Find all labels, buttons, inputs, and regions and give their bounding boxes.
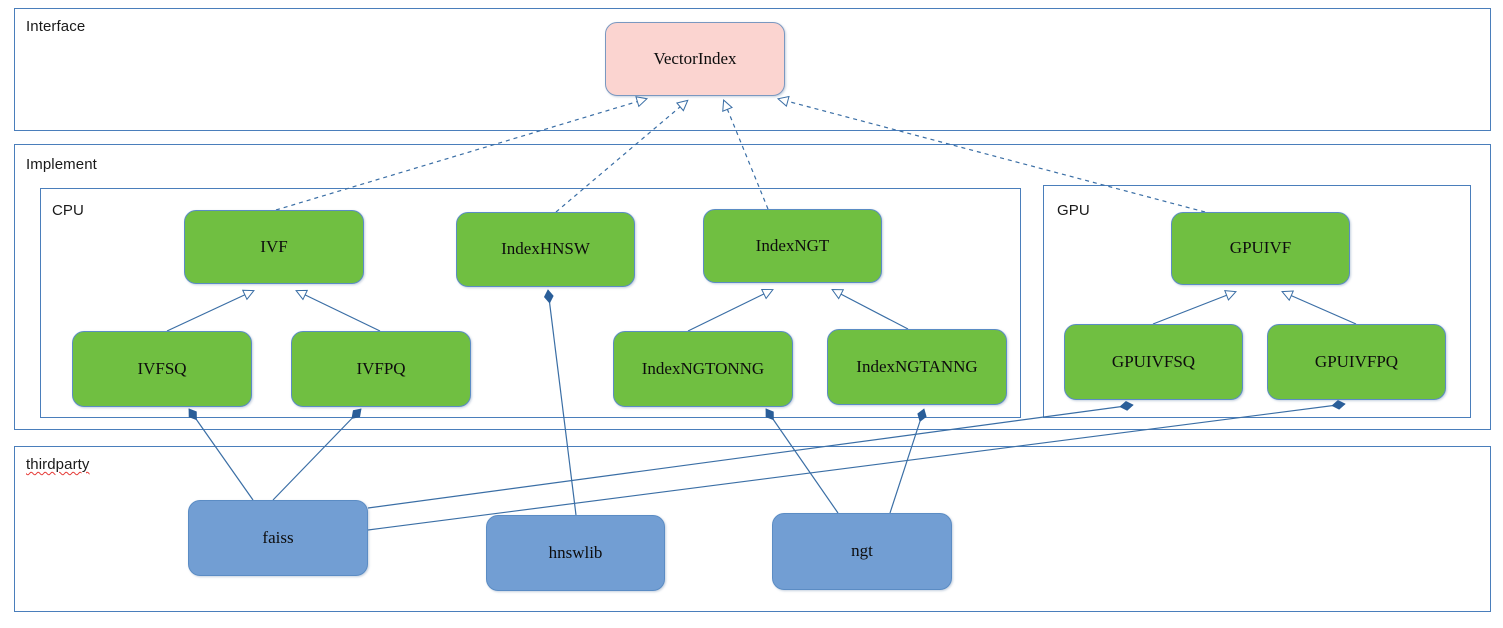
node-ngt-label: ngt xyxy=(851,541,873,561)
node-indexngtonng[interactable]: IndexNGTONNG xyxy=(613,331,793,407)
node-indexngtonng-label: IndexNGTONNG xyxy=(641,358,765,378)
node-hnswlib[interactable]: hnswlib xyxy=(486,515,665,591)
panel-cpu-label: CPU xyxy=(52,202,84,219)
panel-thirdparty-label: thirdparty xyxy=(26,456,90,473)
node-indexngtanng[interactable]: IndexNGTANNG xyxy=(827,329,1007,405)
node-gpuivf[interactable]: GPUIVF xyxy=(1171,212,1350,285)
node-ivfpq[interactable]: IVFPQ xyxy=(291,331,471,407)
node-indexhnsw-label: IndexHNSW xyxy=(501,239,590,259)
node-gpuivf-label: GPUIVF xyxy=(1229,238,1292,258)
node-indexhnsw[interactable]: IndexHNSW xyxy=(456,212,635,287)
node-ivfpq-label: IVFPQ xyxy=(356,358,406,378)
node-faiss[interactable]: faiss xyxy=(188,500,368,576)
node-indexngtanng-label: IndexNGTANNG xyxy=(856,356,978,376)
node-ivfsq-label: IVFSQ xyxy=(137,358,187,378)
node-vectorindex[interactable]: VectorIndex xyxy=(605,22,785,96)
node-ivf-label: IVF xyxy=(260,236,288,256)
node-indexngt-label: IndexNGT xyxy=(755,235,830,255)
node-indexngt[interactable]: IndexNGT xyxy=(703,209,882,283)
node-vectorindex-label: VectorIndex xyxy=(653,48,737,68)
node-hnswlib-label: hnswlib xyxy=(548,542,603,562)
node-faiss-label: faiss xyxy=(262,527,294,547)
node-gpuivfpq-label: GPUIVFPQ xyxy=(1314,351,1399,371)
node-gpuivfpq[interactable]: GPUIVFPQ xyxy=(1267,324,1446,400)
node-ngt[interactable]: ngt xyxy=(772,513,952,590)
node-ivfsq[interactable]: IVFSQ xyxy=(72,331,252,407)
panel-gpu-label: GPU xyxy=(1057,202,1090,219)
node-gpuivfsq[interactable]: GPUIVFSQ xyxy=(1064,324,1243,400)
node-ivf[interactable]: IVF xyxy=(184,210,364,284)
panel-implement-label: Implement xyxy=(26,156,97,173)
node-gpuivfsq-label: GPUIVFSQ xyxy=(1111,351,1196,371)
panel-interface-label: Interface xyxy=(26,18,86,35)
